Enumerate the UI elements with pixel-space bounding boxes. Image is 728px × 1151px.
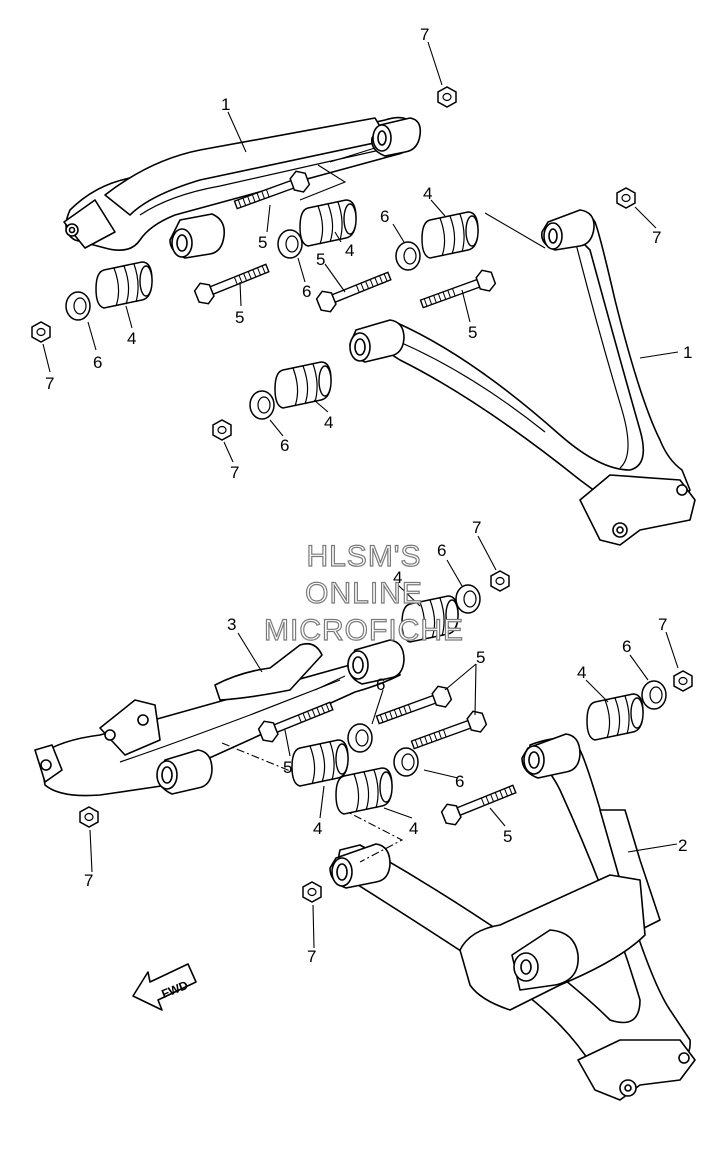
callout-5: 5	[476, 648, 485, 667]
callout-3: 3	[227, 615, 236, 634]
callout-4: 4	[324, 413, 333, 432]
washer-icon	[249, 390, 275, 420]
callout-6: 6	[280, 436, 289, 455]
bushing-icon	[274, 361, 332, 409]
upper-arm-right	[349, 209, 696, 546]
washer-icon	[277, 229, 303, 259]
watermark-line-1: HLSM'S	[306, 540, 421, 573]
callout-7: 7	[420, 25, 429, 44]
callout-7: 7	[84, 871, 93, 890]
bolt-icon	[439, 778, 520, 829]
nut-icon	[79, 806, 99, 828]
callout-1: 1	[683, 343, 692, 362]
callout-1: 1	[221, 95, 230, 114]
assembly-line	[314, 675, 346, 691]
nut-icon	[616, 187, 636, 209]
bushing-icon	[299, 199, 357, 247]
assembly-line	[299, 164, 347, 201]
bolt-icon	[408, 707, 489, 756]
callout-4: 4	[345, 241, 354, 260]
callout-4: 4	[313, 819, 322, 838]
washer-icon	[65, 291, 91, 321]
leader-lines	[42, 41, 679, 949]
callout-7: 7	[307, 947, 316, 966]
callout-4: 4	[409, 819, 418, 838]
callout-5: 5	[258, 233, 267, 252]
watermark: HLSM'S ONLINE MICROFICHE	[263, 539, 464, 647]
nut-icon	[212, 419, 232, 441]
assembly-line	[484, 212, 546, 249]
callout-4: 4	[577, 663, 586, 682]
callout-6: 6	[455, 772, 464, 791]
bushing-icon	[586, 693, 644, 741]
nut-icon	[31, 321, 51, 343]
callout-2: 2	[678, 836, 687, 855]
callout-7: 7	[472, 518, 481, 537]
washer-icon	[395, 241, 421, 271]
callout-5: 5	[503, 827, 512, 846]
callout-6: 6	[302, 282, 311, 301]
callout-5: 5	[468, 323, 477, 342]
callout-6: 6	[93, 353, 102, 372]
bushing-icon	[421, 211, 479, 259]
callout-7: 7	[652, 228, 661, 247]
callout-5: 5	[283, 758, 292, 777]
callout-4: 4	[393, 568, 402, 587]
washer-icon	[347, 723, 373, 753]
assembly-line	[221, 742, 301, 776]
bushing-icon	[95, 261, 153, 309]
callout-4: 4	[423, 184, 432, 203]
upper-arm-left	[63, 116, 422, 259]
bolt-icon	[373, 682, 454, 731]
washer-icon	[393, 747, 419, 777]
nut-icon	[437, 86, 457, 108]
assembly-line	[329, 147, 376, 163]
bolt-icon	[314, 265, 395, 316]
callout-5: 5	[316, 250, 325, 269]
callout-7: 7	[230, 463, 239, 482]
washer-icon	[455, 584, 481, 614]
callout-7: 7	[658, 615, 667, 634]
callout-7: 7	[45, 374, 54, 393]
callout-numbers: 7 1 5 4 6 5 6 4 7 5 4 6 7 5 1 4 6 7 7 6 …	[45, 25, 692, 966]
watermark-line-3: MICROFICHE	[264, 614, 464, 647]
callout-6: 6	[622, 637, 631, 656]
nut-icon	[302, 881, 322, 903]
callout-6: 6	[376, 675, 385, 694]
watermark-line-2: ONLINE	[305, 577, 423, 610]
callout-6: 6	[380, 207, 389, 226]
lower-arm-right	[329, 733, 696, 1101]
bolt-icon	[417, 266, 498, 315]
callout-5: 5	[235, 308, 244, 327]
nut-icon	[490, 570, 510, 592]
nut-icon	[673, 670, 693, 692]
bolt-icon	[192, 257, 273, 308]
washer-icon	[641, 680, 667, 710]
callout-4: 4	[127, 329, 136, 348]
assembly-line	[339, 807, 404, 863]
forward-arrow-icon: FWD	[132, 963, 197, 1011]
callout-6: 6	[437, 541, 446, 560]
lower-arm-left	[34, 639, 405, 797]
